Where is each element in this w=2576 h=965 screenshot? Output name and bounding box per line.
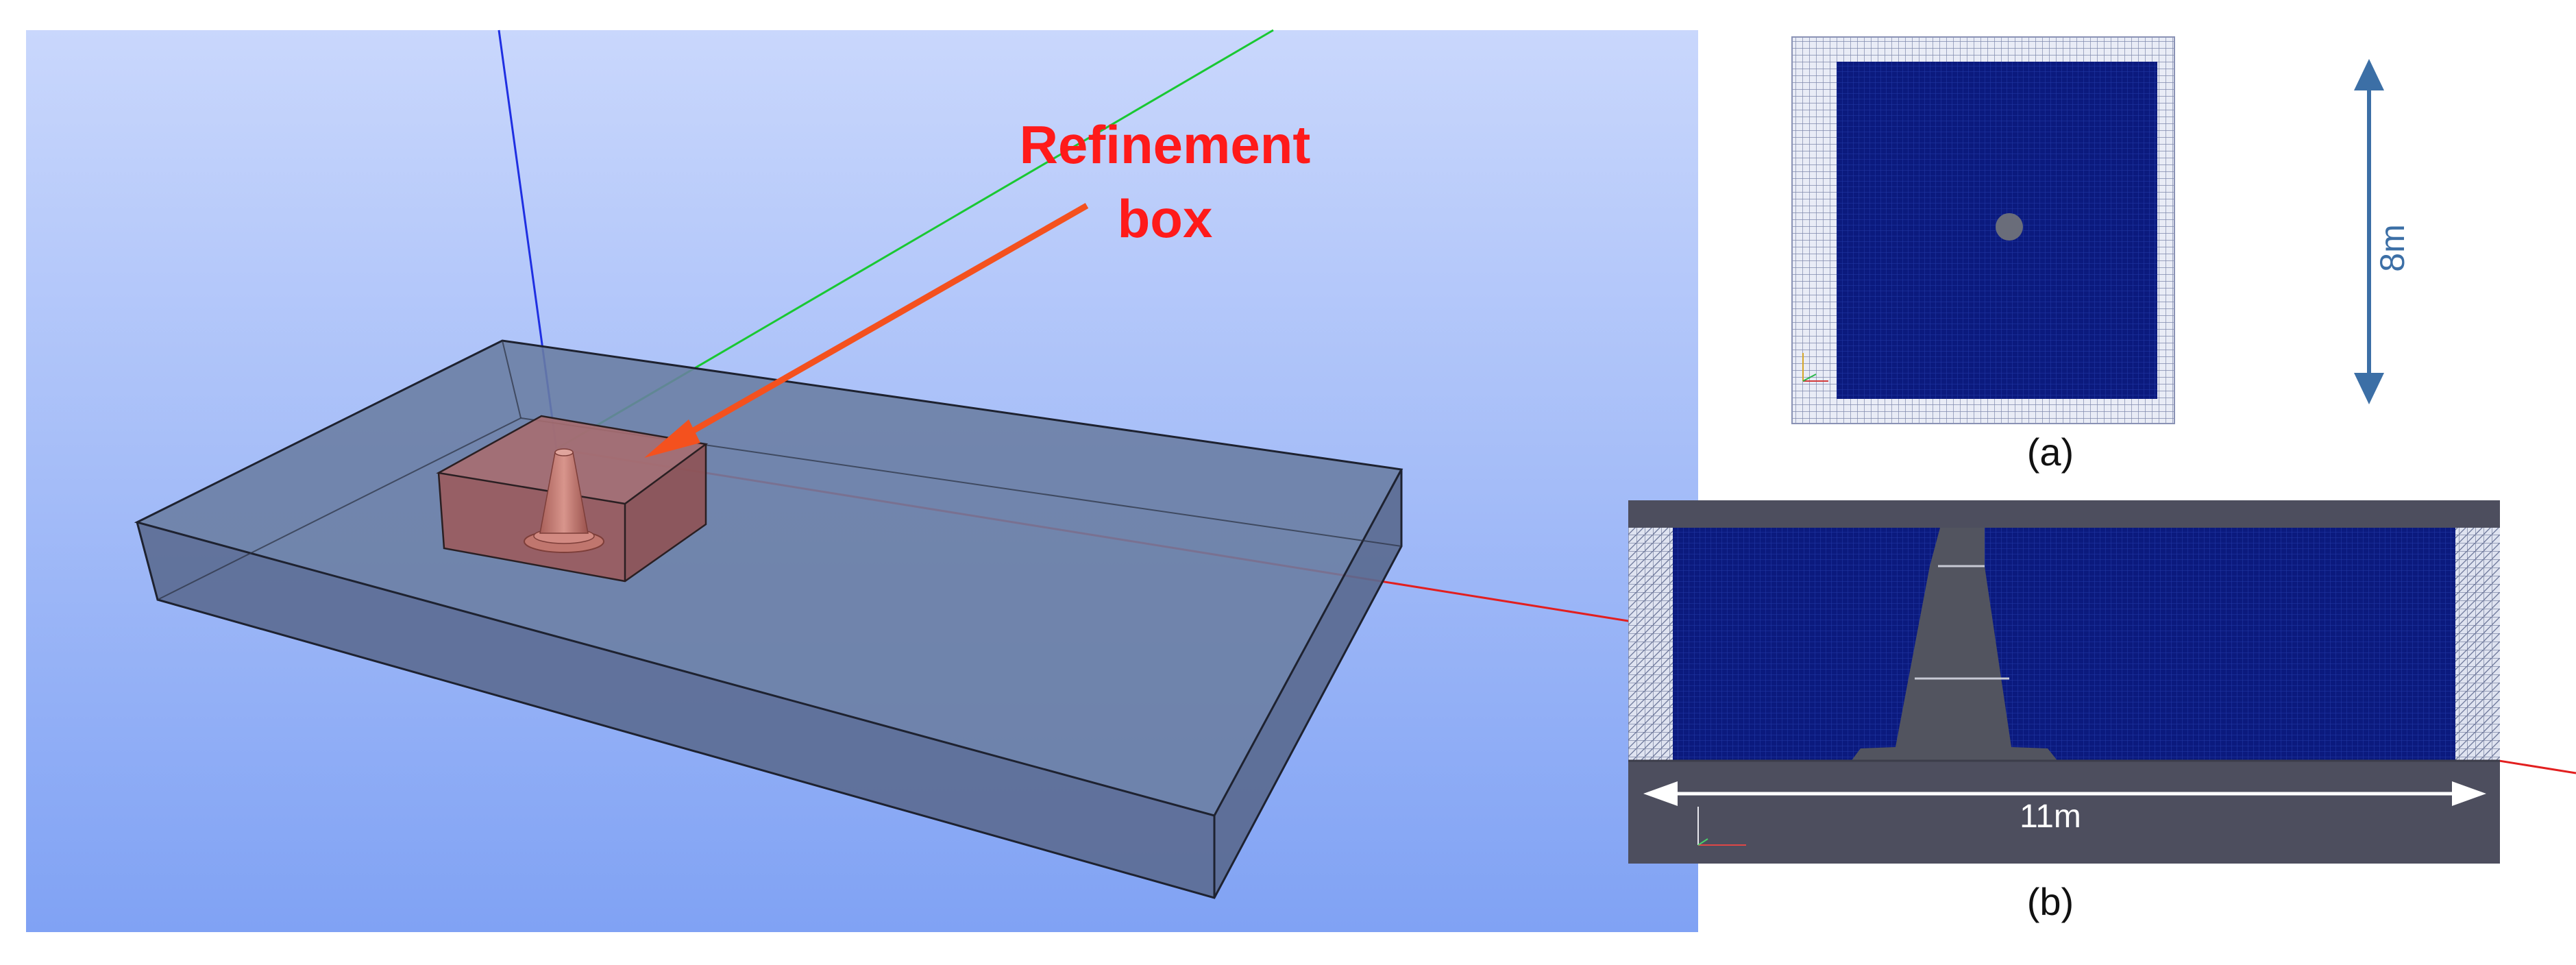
panel-a: 8m (a) (1791, 36, 2412, 474)
panel-a-triad-icon (1802, 353, 1828, 382)
annotation-line1: Refinement (1020, 114, 1311, 175)
panel-b-caption: (b) (2027, 880, 2074, 923)
panel-a-dimension-label: 8m (2373, 224, 2412, 271)
panel-b-triad-icon (1697, 807, 1746, 846)
annotation-line2: box (1118, 188, 1213, 249)
panel-a-monopile (1996, 213, 2023, 241)
panel-a-caption: (a) (2027, 430, 2074, 474)
panel-b: 11m (b) (1628, 500, 2500, 923)
annotation-arrowhead (644, 419, 700, 458)
cone-structure (524, 448, 604, 553)
panel-b-mesh-right-coarse (2455, 528, 2500, 761)
domain-box (134, 339, 1403, 899)
panel-b-mesh-left-coarse (1628, 528, 1673, 761)
panel-b-dimension-arrow (1643, 781, 2486, 806)
panel-b-monopile (1850, 528, 2059, 762)
panel-b-dimension-label: 11m (2020, 798, 2081, 835)
panel-b-mesh-fine (1673, 528, 2455, 761)
panel-b-seabed (1628, 761, 2500, 864)
viewport-3d: Refinement box (26, 29, 2576, 932)
refinement-annotation: Refinement box (644, 114, 1310, 458)
panel-a-dimension-arrow (2354, 59, 2384, 404)
annotation-arrow (659, 203, 1089, 452)
